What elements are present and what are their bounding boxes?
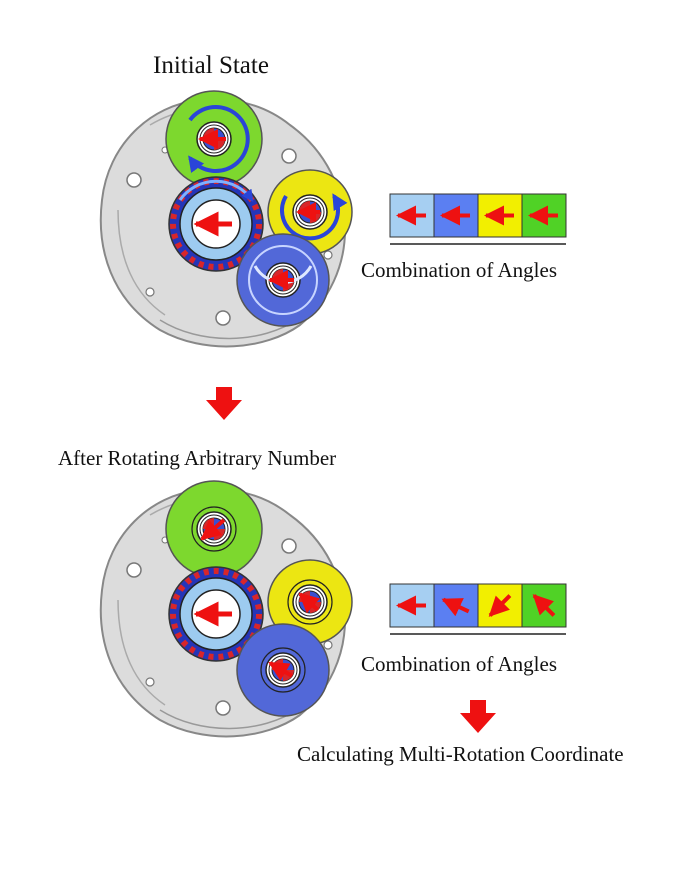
angle-arrow-4 — [532, 594, 556, 617]
angle-panel-initial — [389, 193, 567, 245]
gear-blue — [236, 623, 330, 717]
gear-blue — [236, 233, 330, 327]
angle-arrow-3 — [488, 594, 512, 617]
gear-main — [168, 176, 264, 272]
down-arrow-1 — [206, 387, 242, 420]
gear-main — [168, 566, 264, 662]
gear-assembly-initial — [99, 90, 353, 348]
down-arrow-2 — [460, 700, 496, 733]
transition-caption: After Rotating Arbitrary Number — [58, 446, 337, 470]
stage-title-initial: Initial State — [153, 52, 269, 79]
gear-green — [165, 480, 263, 578]
angle-panel-rotated — [389, 583, 567, 635]
panel-caption-initial: Combination of Angles — [361, 258, 557, 282]
angle-arrow-2 — [441, 597, 470, 617]
gear-assembly-rotated — [99, 480, 353, 738]
gear-green — [165, 90, 263, 188]
result-caption: Calculating Multi-Rotation Coordinate — [297, 742, 624, 766]
gear-yellow — [267, 169, 353, 255]
panel-caption-rotated: Combination of Angles — [361, 652, 557, 676]
